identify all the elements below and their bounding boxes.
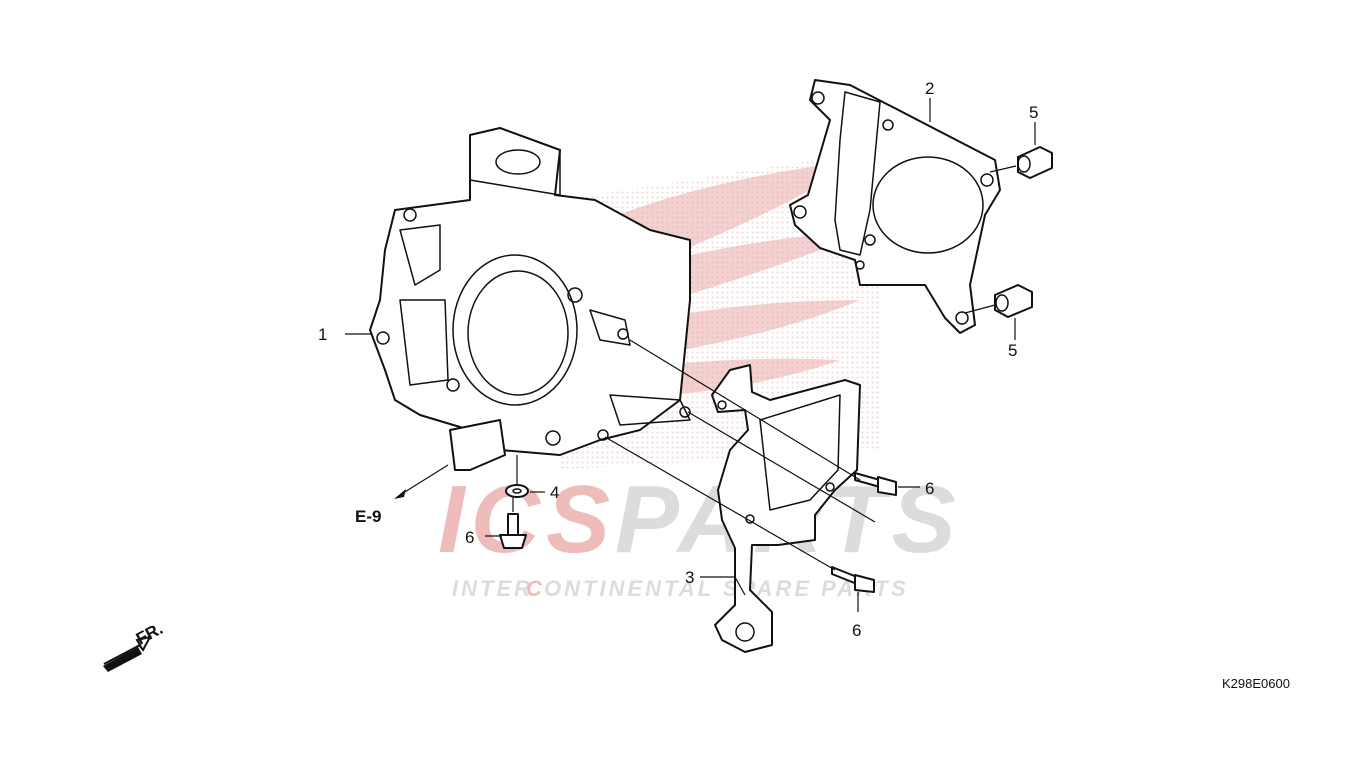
reference-e9-label: E-9 (355, 507, 381, 526)
front-direction-arrow-icon (103, 635, 152, 672)
callout-labels: 1 2 3 4 5 5 6 6 6 (318, 79, 1038, 640)
callout-6-left: 6 (465, 528, 474, 547)
callout-5-lower: 5 (1008, 341, 1017, 360)
callout-2: 2 (925, 79, 934, 98)
callout-4: 4 (550, 483, 559, 502)
dowel-pin-lower[interactable] (994, 284, 1033, 318)
washer-part[interactable] (505, 484, 529, 498)
bolt-part-left[interactable] (499, 513, 527, 549)
leader-lines (345, 98, 1036, 612)
callout-5-upper: 5 (1029, 103, 1038, 122)
watermark-tagline-part2: C (526, 576, 545, 601)
callout-6-right: 6 (925, 479, 934, 498)
callout-3: 3 (685, 568, 694, 587)
callout-6-bottom: 6 (852, 621, 861, 640)
dowel-pin-upper[interactable] (1017, 146, 1053, 179)
diagram-code: K298E0600 (1222, 676, 1290, 691)
bolt-part-lower-right[interactable] (831, 566, 875, 593)
cylinder-part[interactable] (369, 127, 691, 471)
cylinder-head-gasket-part[interactable] (789, 79, 1001, 334)
bolt-part-upper-right[interactable] (854, 472, 897, 496)
e9-reference-arrow (394, 464, 449, 499)
bracket-part[interactable] (711, 364, 861, 653)
watermark-tagline-part1: INTER (452, 576, 533, 601)
front-marker-label: FR. (133, 619, 166, 649)
callout-1: 1 (318, 325, 327, 344)
watermark-brand-prefix: ICS (438, 466, 616, 573)
